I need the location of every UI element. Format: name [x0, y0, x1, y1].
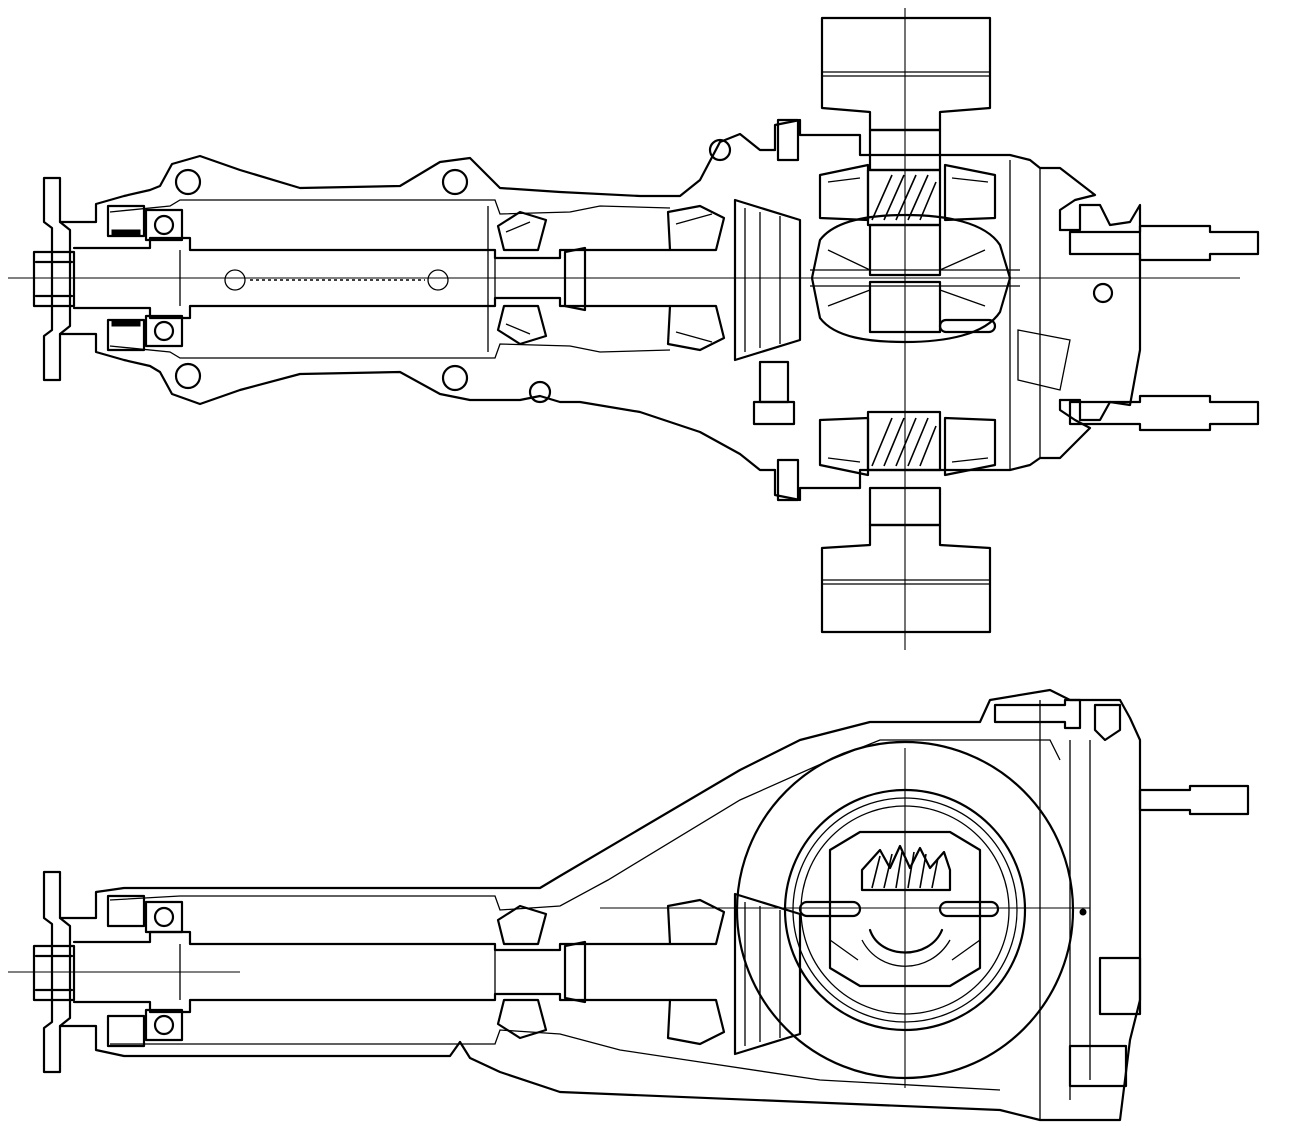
top-breather-bolt-lower [776, 458, 800, 502]
top-side-bearings [818, 163, 997, 477]
side-drain-plug [1068, 1044, 1128, 1088]
side-housing [58, 688, 1142, 1122]
top-drive-pinion [733, 198, 802, 362]
top-bolt-boss-4 [441, 364, 469, 392]
top-pinion-shaft-pin [938, 318, 997, 334]
top-carrier-housing [752, 118, 1142, 502]
top-bolt-boss-1 [174, 168, 202, 196]
side-output-stud [1138, 784, 1250, 816]
side-top-bolt [993, 698, 1082, 730]
top-side-flange-lower [820, 486, 992, 634]
top-differential-case [810, 213, 1020, 344]
top-pinion-bearings [496, 204, 726, 352]
side-sectional-view [8, 688, 1250, 1122]
top-oil-hole-right [427, 269, 449, 291]
top-bolt-boss-6 [528, 380, 552, 404]
top-pinion-shaft [72, 236, 672, 320]
side-pinion-shaft-pin-right [938, 900, 1000, 918]
top-breather-bolt-upper [776, 118, 800, 162]
top-mount-studs [1017, 224, 1260, 432]
top-side-flange-upper [820, 16, 992, 172]
top-oil-hole-left [224, 269, 246, 291]
side-drive-pinion [733, 892, 802, 1056]
top-drain-plug [758, 360, 790, 404]
top-bolt-boss-2 [441, 168, 469, 196]
top-sectional-view [8, 8, 1260, 650]
top-bolt-boss-3 [174, 362, 202, 390]
side-differential-case [798, 830, 1000, 988]
top-bolt-boss-5 [708, 138, 732, 162]
side-front-bearing [106, 894, 184, 1048]
side-pinion-bearings [496, 898, 726, 1046]
top-pinion-housing [58, 132, 777, 472]
top-front-bearing [106, 204, 184, 352]
top-companion-flange [32, 176, 76, 382]
side-pinion-shaft-pin-left [798, 900, 862, 918]
top-side-gear-lower [868, 280, 942, 334]
side-rear-fittings [993, 698, 1250, 1088]
side-pinion-shaft [72, 930, 672, 1014]
side-mount-bracket [1098, 956, 1142, 1016]
